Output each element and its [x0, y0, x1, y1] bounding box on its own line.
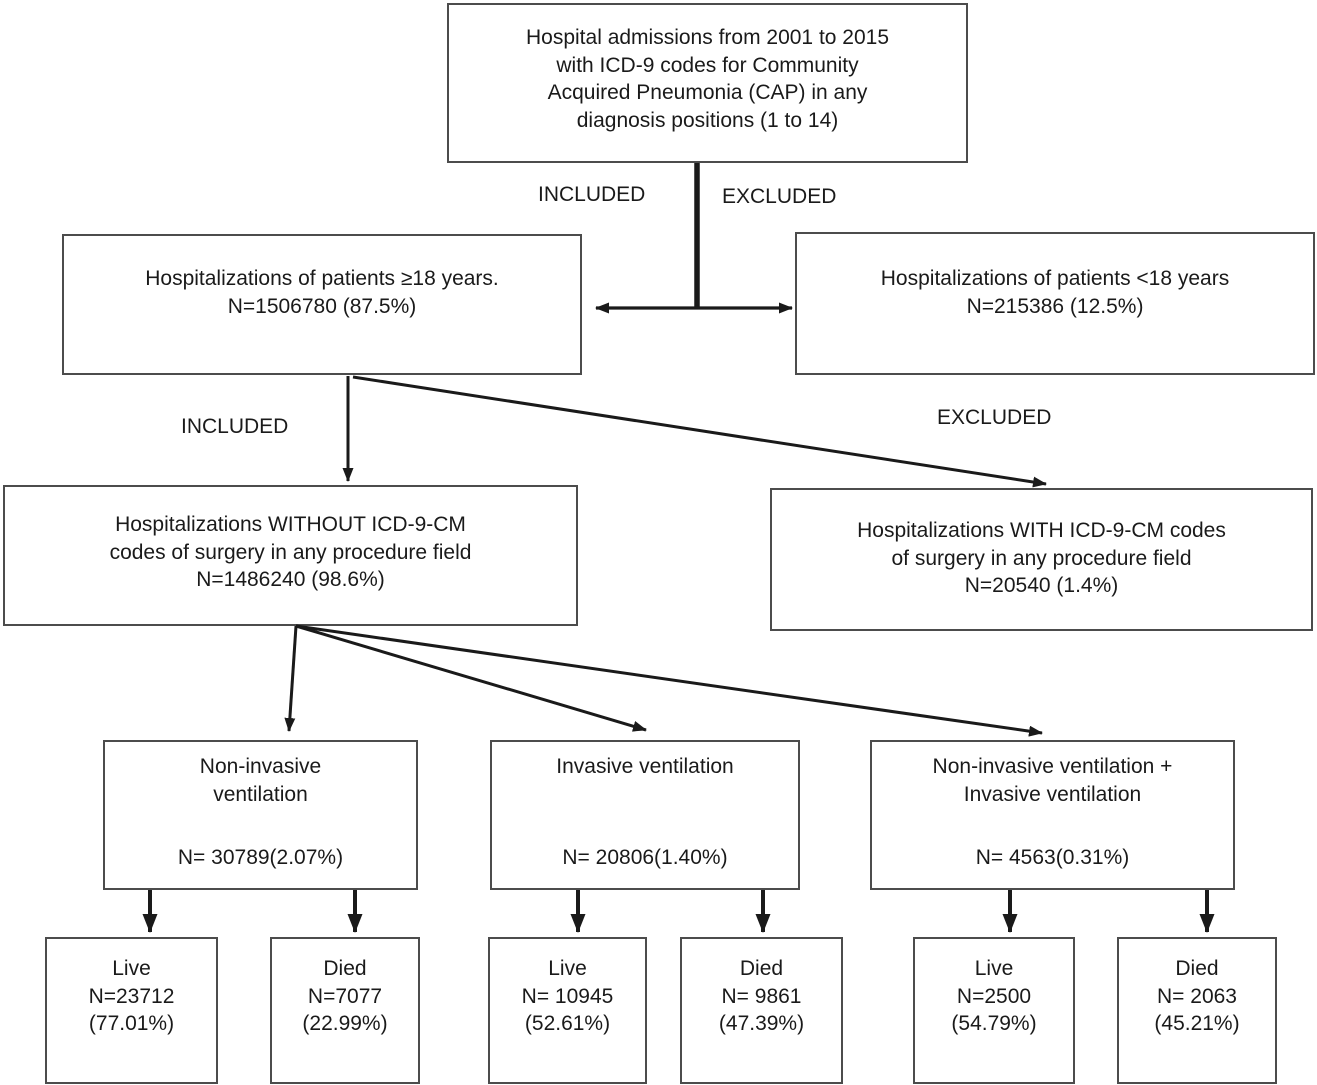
outcome-pct: (77.01%) [88, 1012, 175, 1035]
box-text-line: N=215386 (12.5%) [966, 294, 1144, 318]
box-niv-live: Live N=23712 (77.01%) [45, 937, 218, 1084]
box-without-surgery: Hospitalizations WITHOUT ICD-9-CM codes … [3, 485, 578, 626]
box-text-line: with ICD-9 codes for Community [556, 53, 859, 77]
box-text-line: ventilation [213, 782, 308, 806]
ventilation-n-value: N= 4563(0.31%) [975, 845, 1130, 869]
outcome-label: Died [739, 957, 784, 980]
arrow-to-niv-iv [295, 624, 1043, 737]
box-invasive-ventilation: Invasive ventilation N= 20806(1.40%) [490, 740, 800, 890]
box-with-surgery: Hospitalizations WITH ICD-9-CM codes of … [770, 488, 1313, 631]
box-text-line: Invasive ventilation [963, 782, 1142, 806]
box-iv-died: Died N= 9861 (47.39%) [680, 937, 843, 1084]
box-text-line: Non-invasive [199, 755, 322, 778]
arrow-to-iv [295, 624, 647, 732]
excluded-label-2: EXCLUDED [937, 406, 1052, 429]
outcome-label: Died [1175, 957, 1219, 980]
box-text-line: Hospital admissions from 2001 to 2015 [525, 26, 890, 49]
box-patients-under-18: Hospitalizations of patients <18 years N… [795, 232, 1315, 375]
box-niv-iv-died: Died N= 2063 (45.21%) [1117, 937, 1277, 1084]
box-iv-live: Live N= 10945 (52.61%) [488, 937, 647, 1084]
arrow-to-niv [284, 625, 298, 732]
box-text-line: Hospitalizations WITHOUT ICD-9-CM [115, 513, 466, 536]
box-text-line: Acquired Pneumonia (CAP) in any [547, 81, 868, 104]
box-text-line: of surgery in any procedure field [891, 546, 1192, 570]
ventilation-title: Invasive ventilation [556, 753, 733, 781]
box-text-line: N=20540 (1.4%) [964, 574, 1119, 597]
box-text-line: codes of surgery in any procedure field [109, 540, 472, 564]
box-niv-died: Died N=7077 (22.99%) [270, 937, 420, 1084]
box-patients-over-18: Hospitalizations of patients ≥18 years. … [62, 234, 582, 375]
outcome-pct: (45.21%) [1154, 1012, 1240, 1035]
outcome-label: Live [112, 957, 151, 980]
box-niv-iv-live: Live N=2500 (54.79%) [913, 937, 1075, 1084]
outcome-n: N= 9861 [721, 984, 802, 1008]
box-text-line: N=1486240 (98.6%) [196, 568, 385, 591]
excluded-label-1: EXCLUDED [722, 185, 837, 208]
outcome-n: N=7077 [307, 984, 383, 1008]
outcome-n: N=2500 [956, 984, 1032, 1008]
box-text-line: Non-invasive ventilation + [932, 755, 1173, 778]
ventilation-n-value: N= 20806(1.40%) [562, 845, 728, 869]
outcome-n: N= 10945 [521, 984, 614, 1008]
outcome-label: Died [323, 957, 367, 980]
box-niv-plus-iv: Non-invasive ventilation + Invasive vent… [870, 740, 1235, 890]
box-text-line: N=1506780 (87.5%) [227, 294, 417, 318]
arrow-to-surgery [352, 375, 1047, 488]
ventilation-title: Non-invasive ventilation [200, 753, 321, 808]
outcome-pct: (22.99%) [302, 1012, 388, 1035]
box-text-line: Hospitalizations of patients <18 years [880, 267, 1230, 290]
outcome-n: N= 2063 [1157, 984, 1237, 1008]
outcome-label: Live [974, 957, 1014, 980]
ventilation-title: Non-invasive ventilation + Invasive vent… [933, 753, 1173, 808]
included-label-1: INCLUDED [538, 183, 646, 206]
outcome-pct: (47.39%) [718, 1012, 805, 1035]
box-text-line: diagnosis positions (1 to 14) [576, 108, 839, 132]
outcome-pct: (54.79%) [951, 1012, 1037, 1035]
box-text-line: Invasive ventilation [556, 755, 734, 778]
box-non-invasive-ventilation: Non-invasive ventilation N= 30789(2.07%) [103, 740, 418, 890]
outcome-label: Live [548, 957, 587, 980]
included-label-2: INCLUDED [181, 415, 289, 438]
outcome-n: N=23712 [88, 984, 175, 1008]
ventilation-n-value: N= 30789(2.07%) [177, 845, 344, 869]
box-text-line: Hospitalizations WITH ICD-9-CM codes [857, 519, 1226, 542]
box-text-line: Hospitalizations of patients ≥18 years. [145, 267, 499, 290]
outcome-pct: (52.61%) [524, 1012, 611, 1035]
box-hospital-admissions: Hospital admissions from 2001 to 2015 wi… [447, 3, 968, 163]
